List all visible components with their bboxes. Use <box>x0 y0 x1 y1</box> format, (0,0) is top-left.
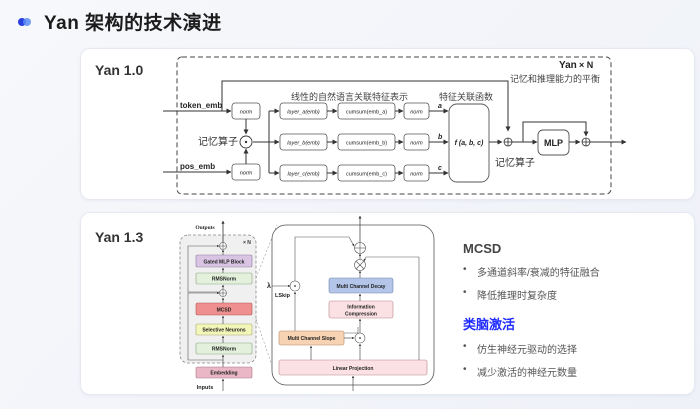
svg-text:RMSNorm: RMSNorm <box>212 347 237 353</box>
svg-text:layer_b(emb): layer_b(emb) <box>287 141 320 147</box>
balance-label: 记忆和推理能力的平衡 <box>510 73 600 84</box>
memory-op-label-left: 记忆算子 <box>198 135 238 148</box>
title-bullet-icon <box>18 17 34 27</box>
mcsd-block <box>195 302 253 316</box>
yan10-diagram: Yan × N 记忆和推理能力的平衡 线性的自然语言关联特征表示 特征关联函数 … <box>163 56 627 195</box>
svg-text:cumsum(emb_c): cumsum(emb_c) <box>346 172 387 178</box>
svg-text:b: b <box>438 134 443 141</box>
assoc-function-text: f (a, b, c) <box>455 140 484 147</box>
yan13-diagram: Outputs × N Gated MLP Block RMSNorm MCSD… <box>179 215 435 391</box>
brain-points: 仿生神经元驱动的选择 减少激活的神经元数量 <box>463 341 683 379</box>
layer-row-a: layer_a(emb) cumsum(emb_a) norm a <box>279 102 449 120</box>
svg-text:norm: norm <box>410 141 423 147</box>
linear-feature-label: 线性的自然语言关联特征表示 <box>291 91 408 102</box>
inputs-label: Inputs <box>197 385 214 391</box>
svg-text:cumsum(emb_a): cumsum(emb_a) <box>346 110 387 116</box>
lskip-label: LSkip <box>275 293 291 299</box>
brain-point: 仿生神经元驱动的选择 <box>463 341 683 356</box>
yan13-label: Yan 1.3 <box>95 229 144 245</box>
token-emb-label: token_emb <box>180 101 222 110</box>
mcsd-heading: MCSD <box>463 241 502 256</box>
multi-channel-decay-block <box>328 277 394 294</box>
mlp-text: MLP <box>544 138 563 148</box>
svg-text:Selective Neurons: Selective Neurons <box>202 328 246 334</box>
layer-row-b: layer_b(emb) cumsum(emb_b) norm b <box>279 133 449 151</box>
repeat-label: Yan <box>559 60 577 71</box>
repeat-block-frame <box>176 56 612 195</box>
svg-text:Linear Projection: Linear Projection <box>333 366 374 372</box>
svg-text:norm: norm <box>410 110 423 116</box>
page-header: Yan 架构的技术演进 <box>18 8 222 35</box>
memory-op-label-right: 记忆算子 <box>495 156 535 169</box>
svg-text:Information: Information <box>347 305 375 311</box>
svg-text:RMSNorm: RMSNorm <box>212 277 237 283</box>
svg-text:cumsum(emb_b): cumsum(emb_b) <box>346 141 387 147</box>
page-title: Yan 架构的技术演进 <box>44 13 222 34</box>
svg-text:norm: norm <box>240 110 253 116</box>
feature-notes: MCSD 多通道斜率/衰减的特征融合 降低推理时复杂度 类脑激活 仿生神经元驱动… <box>463 241 683 387</box>
svg-text:norm: norm <box>240 171 253 177</box>
embedding-block <box>195 366 253 379</box>
svg-text:MCSD: MCSD <box>217 308 232 314</box>
assoc-func-label: 特征关联函数 <box>439 91 493 102</box>
svg-text:Embedding: Embedding <box>210 371 237 377</box>
information-compression-block <box>328 300 394 319</box>
layer-row-c: layer_c(emb) cumsum(emb_c) norm c <box>279 164 449 182</box>
selective-neurons-block <box>195 323 253 336</box>
svg-text:Multi Channel Slope: Multi Channel Slope <box>288 336 336 342</box>
brain-activation-heading: 类脑激活 <box>463 317 516 332</box>
outputs-label: Outputs <box>195 225 214 231</box>
svg-text:Compression: Compression <box>345 312 377 318</box>
assoc-function-box <box>448 103 490 183</box>
mcsd-points: 多通道斜率/衰减的特征融合 降低推理时复杂度 <box>463 264 683 302</box>
repeat-n-label: × N <box>243 240 251 246</box>
svg-text:Gated MLP Block: Gated MLP Block <box>203 260 244 266</box>
yan10-card: Yan 1.0 Yan × N 记忆和推理能力的平衡 线性的自然语言关联特征表示… <box>80 48 695 200</box>
gated-mlp-block <box>195 254 253 268</box>
svg-text:Multi Channel Decay: Multi Channel Decay <box>337 284 386 290</box>
repeat-times: × N <box>579 60 593 70</box>
mcsd-point: 多通道斜率/衰减的特征融合 <box>463 264 683 279</box>
pos-emb-label: pos_emb <box>180 162 215 171</box>
lambda-label: λ <box>267 282 271 290</box>
rmsnorm-bottom <box>195 342 253 355</box>
svg-text:c: c <box>438 165 442 172</box>
svg-text:a: a <box>438 103 442 110</box>
brain-point: 减少激活的神经元数量 <box>463 364 683 379</box>
mcsd-point: 降低推理时复杂度 <box>463 287 683 302</box>
svg-text:layer_c(emb): layer_c(emb) <box>287 172 319 178</box>
rmsnorm-top <box>195 272 253 285</box>
linear-projection-block <box>278 359 428 376</box>
yan10-label: Yan 1.0 <box>95 62 144 78</box>
svg-text:layer_a(emb): layer_a(emb) <box>287 110 320 116</box>
svg-text:norm: norm <box>410 172 423 178</box>
